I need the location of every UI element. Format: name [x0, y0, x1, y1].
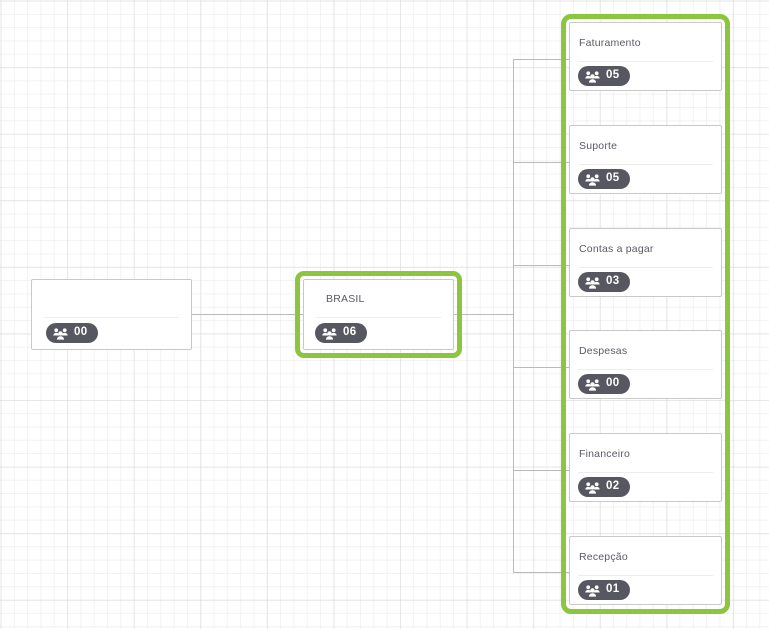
org-node-department-title: Faturamento [579, 37, 641, 49]
org-node-department-member-badge[interactable]: 03 [578, 272, 631, 292]
connector-branch-5 [513, 470, 569, 471]
connector-root-to-brasil [192, 314, 303, 315]
org-node-root[interactable]: 00 [31, 279, 192, 350]
org-node-root-member-badge[interactable]: 00 [46, 323, 99, 343]
divider [578, 369, 713, 370]
org-node-brasil[interactable]: BRASIL 06 [303, 279, 454, 350]
org-node-department-member-count: 05 [606, 171, 620, 184]
divider [316, 317, 441, 318]
connector-brasil-to-trunk [454, 314, 513, 315]
org-node-department-member-badge[interactable]: 05 [578, 66, 631, 86]
people-group-icon [585, 584, 600, 597]
org-node-department-title: Contas a pagar [579, 243, 654, 255]
org-node-department[interactable]: Faturamento 05 [569, 22, 722, 91]
org-node-department-member-count: 01 [606, 582, 620, 595]
org-node-department[interactable]: Despesas 00 [569, 330, 722, 399]
org-node-department[interactable]: Financeiro 02 [569, 433, 722, 502]
org-node-department-member-badge[interactable]: 00 [578, 374, 631, 394]
org-node-department[interactable]: Suporte 05 [569, 125, 722, 194]
connector-branch-4 [513, 367, 569, 368]
people-group-icon [585, 276, 600, 289]
divider [578, 61, 713, 62]
divider [578, 575, 713, 576]
org-node-department-title: Financeiro [579, 448, 631, 460]
org-node-department-title: Suporte [579, 140, 618, 152]
org-node-department[interactable]: Contas a pagar 03 [569, 228, 722, 297]
people-group-icon [322, 327, 337, 340]
people-group-icon [585, 481, 600, 494]
connector-branch-1 [513, 59, 569, 60]
org-node-department-member-count: 05 [606, 68, 620, 81]
org-node-root-member-count: 00 [74, 325, 88, 338]
connector-branch-3 [513, 265, 569, 266]
org-node-department[interactable]: Recepção 01 [569, 536, 722, 605]
people-group-icon [53, 327, 68, 340]
org-node-department-title: Recepção [579, 551, 628, 563]
divider [578, 472, 713, 473]
org-node-brasil-member-count: 06 [343, 325, 357, 338]
people-group-icon [585, 70, 600, 83]
connector-trunk [513, 59, 514, 572]
org-node-department-member-count: 02 [606, 479, 620, 492]
org-node-department-member-badge[interactable]: 05 [578, 169, 631, 189]
people-group-icon [585, 378, 600, 391]
connector-branch-2 [513, 162, 569, 163]
divider [44, 317, 179, 318]
selection-highlight-departments [561, 14, 730, 614]
org-node-department-member-badge[interactable]: 01 [578, 580, 631, 600]
org-node-brasil-member-badge[interactable]: 06 [315, 323, 368, 343]
people-group-icon [585, 173, 600, 186]
connector-branch-6 [513, 572, 569, 573]
org-node-brasil-title: BRASIL [326, 293, 365, 305]
divider [578, 164, 713, 165]
org-node-department-member-count: 00 [606, 376, 620, 389]
org-node-department-member-count: 03 [606, 274, 620, 287]
org-node-department-title: Despesas [579, 345, 628, 357]
divider [578, 267, 713, 268]
org-node-department-member-badge[interactable]: 02 [578, 477, 631, 497]
